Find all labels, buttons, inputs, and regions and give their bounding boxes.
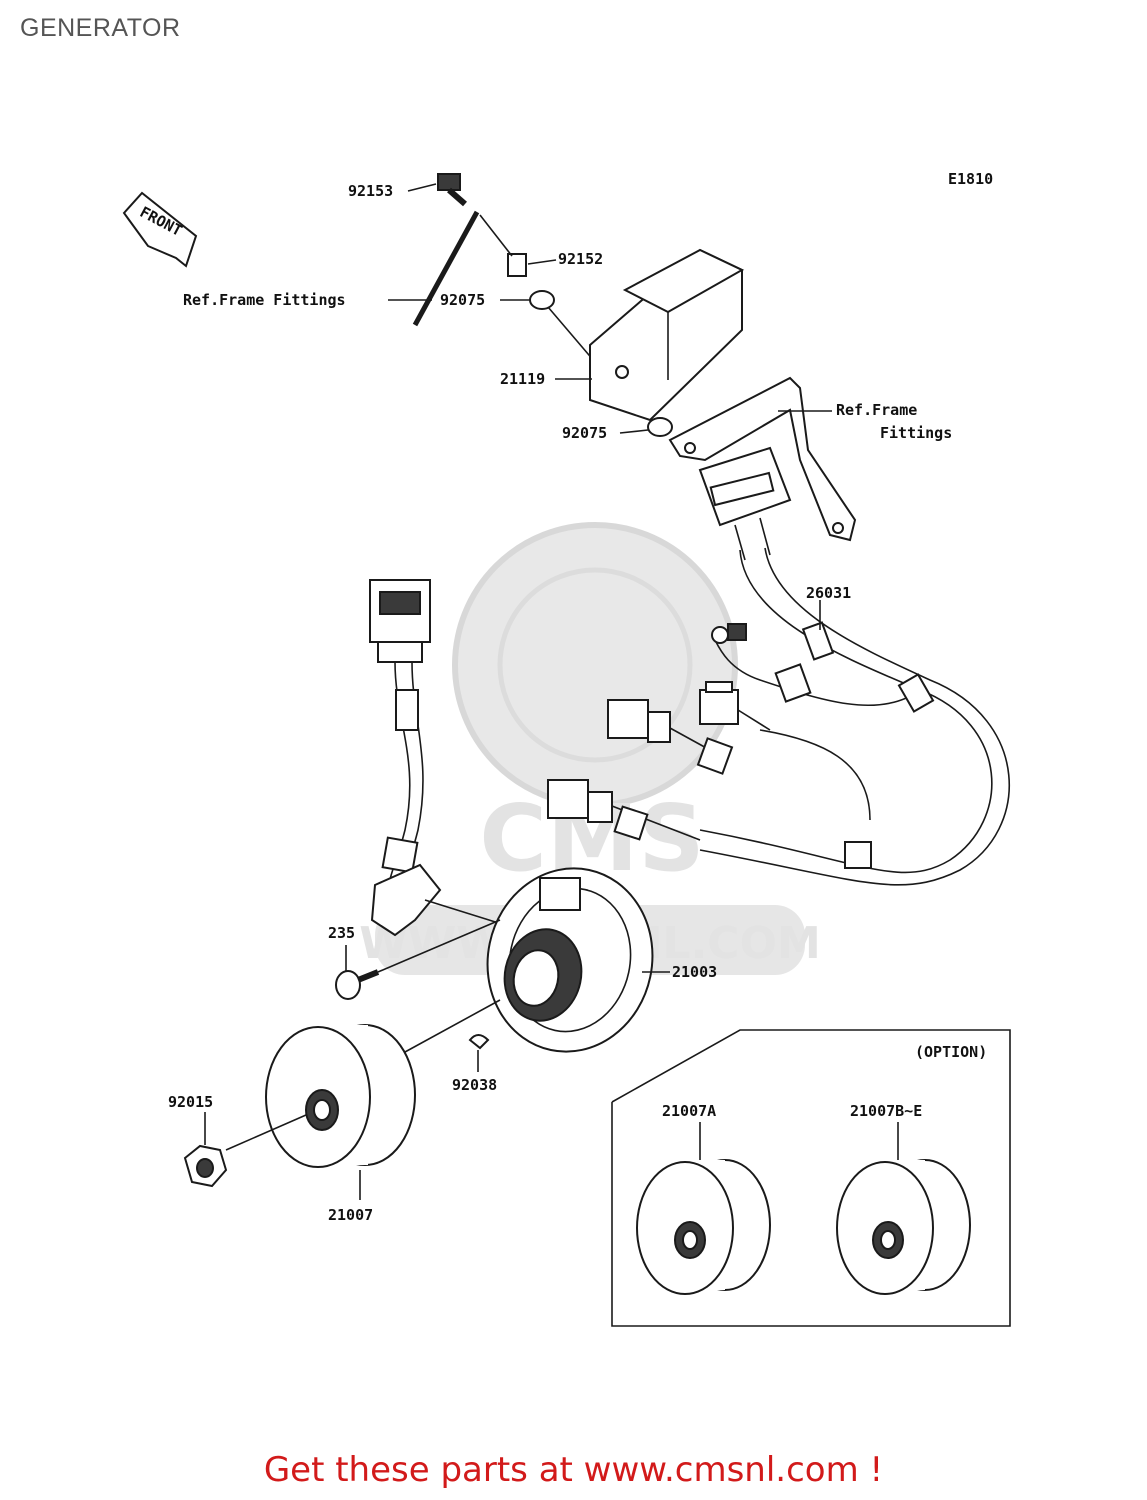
label-26031: 26031 [806, 584, 851, 602]
harness-connector-small-2 [607, 699, 734, 775]
label-21119: 21119 [500, 370, 545, 388]
rotor-21007 [265, 1024, 416, 1168]
collar-92152 [507, 253, 527, 277]
front-arrow-icon: FRONT [122, 191, 198, 268]
front-arrow-shape [122, 191, 198, 268]
key-92038 [468, 1034, 490, 1050]
option-label: (OPTION) [915, 1043, 987, 1061]
label-ref-frame-1: Ref.Frame [836, 401, 917, 419]
generator-parts-diagram: CMS WWW.CMSNL.COM FRONT E1810 92153 Ref.… [122, 170, 1011, 1327]
nut-92015 [183, 1144, 228, 1188]
harness-connector-small-1 [699, 681, 771, 731]
watermark-circle [452, 522, 738, 808]
label-92153: 92153 [348, 182, 393, 200]
label-21003: 21003 [672, 963, 717, 981]
label-92015: 92015 [168, 1093, 213, 1111]
diagram-code: E1810 [948, 170, 993, 188]
wiring-harness-26031 [699, 547, 1011, 886]
bolt-92153 [437, 173, 467, 207]
mounting-bracket [668, 376, 857, 542]
regulator-21119 [589, 248, 745, 422]
label-92038: 92038 [452, 1076, 497, 1094]
harness-connector-main [698, 446, 792, 561]
label-92152: 92152 [558, 250, 603, 268]
watermark-ring [497, 567, 693, 763]
rotor-21007A [636, 1159, 771, 1295]
stator-lead-connector [369, 579, 506, 937]
grommet-92075-upper [529, 290, 555, 310]
label-21007: 21007 [328, 1206, 373, 1224]
label-21007A: 21007A [662, 1102, 716, 1120]
label-235: 235 [328, 924, 355, 942]
screw-235 [335, 969, 380, 1000]
harness-connector-small-3 [547, 779, 701, 841]
grommet-92075-lower [647, 417, 673, 437]
stator-21003 [486, 867, 654, 1053]
rotor-21007B-E [836, 1159, 971, 1295]
label-92075-lower: 92075 [562, 424, 607, 442]
label-ref-frame-fittings-1: Ref.Frame Fittings [183, 291, 346, 309]
footer-promo-link[interactable]: Get these parts at www.cmsnl.com ! [263, 1450, 884, 1490]
ring-terminal [711, 626, 729, 644]
label-21007B-E: 21007B~E [850, 1102, 922, 1120]
page-title: GENERATOR [20, 14, 181, 42]
label-ref-frame-2: Fittings [880, 424, 952, 442]
label-92075-upper: 92075 [440, 291, 485, 309]
option-box: (OPTION) [611, 1029, 1011, 1327]
frame-strap [412, 210, 480, 327]
